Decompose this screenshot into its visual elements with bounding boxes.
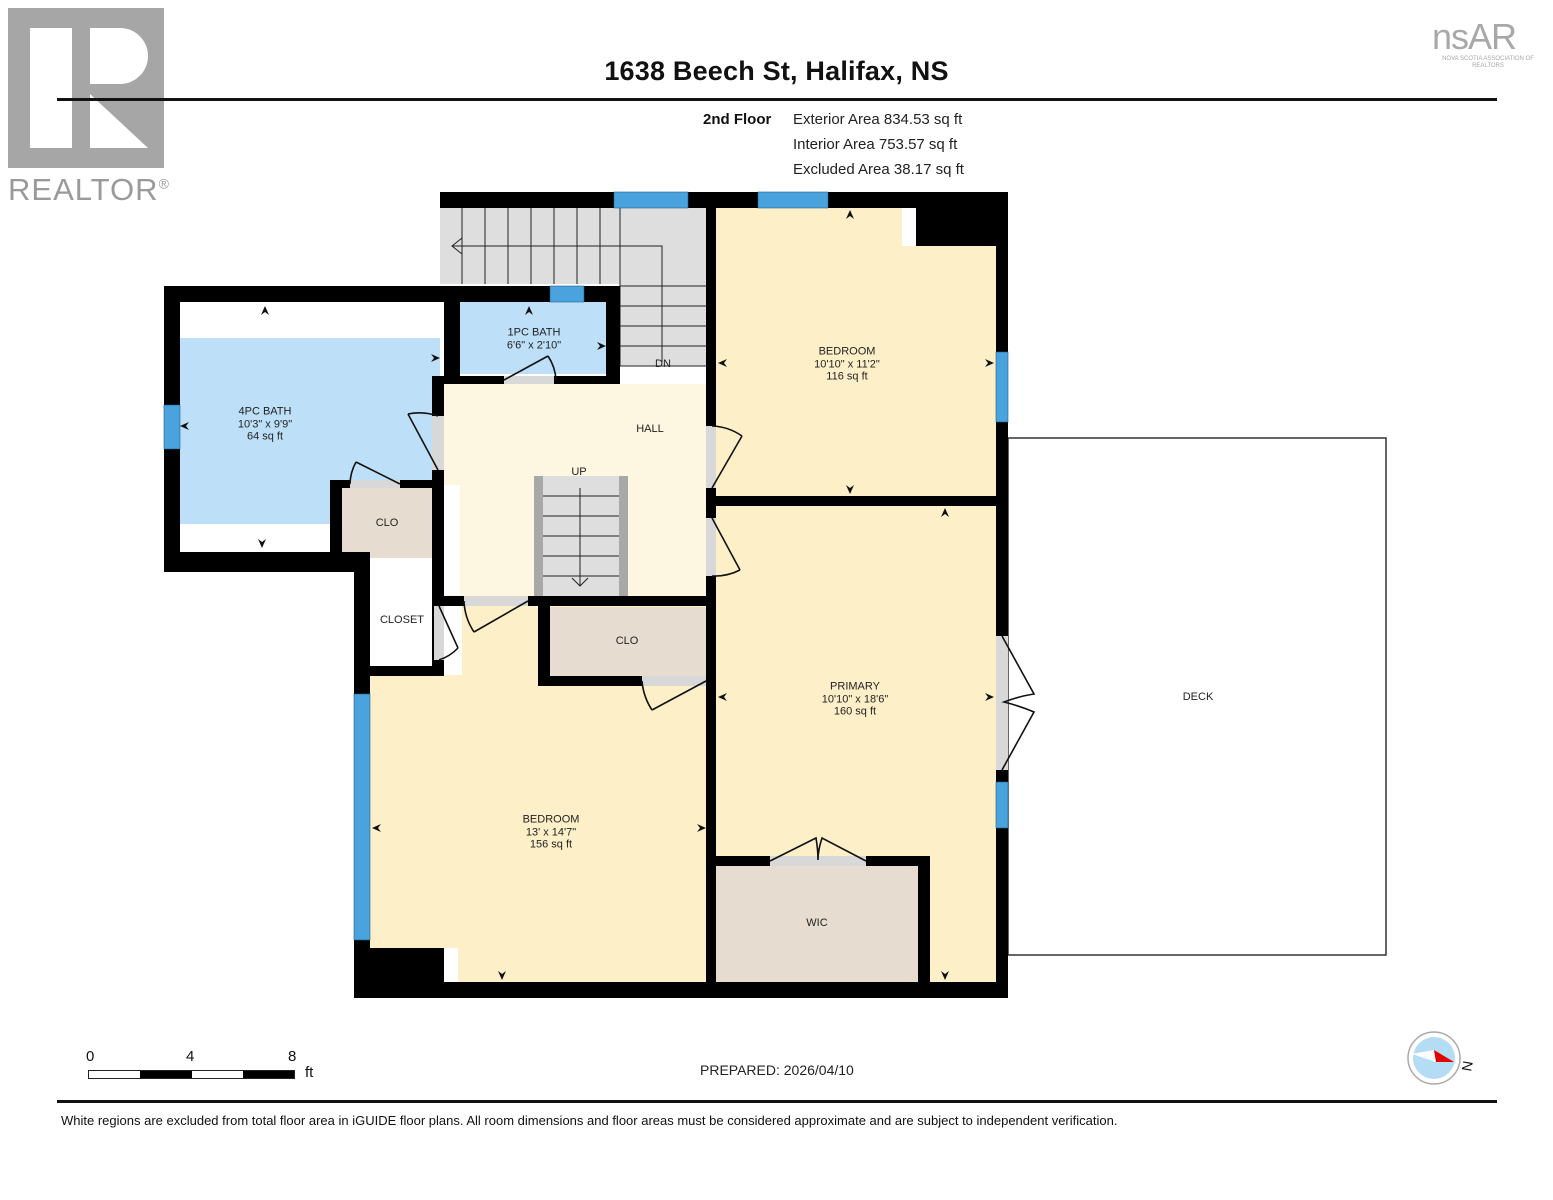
room-clo-hall: CLO [615,634,639,647]
scale-tick-0: 0 [86,1048,95,1065]
bedroom-ne-fill [716,208,996,496]
page-title: 1638 Beech St, Halifax, NS [604,56,949,86]
nsar-logo: nsAR [1432,16,1517,57]
interior-area: Interior Area 753.57 sq ft [793,136,958,153]
room-clo-bath: CLO [375,516,399,529]
closet-fill [370,572,434,666]
bath-1pc-fill [458,302,608,374]
realtor-logo [8,8,164,168]
compass-icon [1404,1030,1464,1090]
floor-label: 2nd Floor [703,111,772,128]
realtor-r-icon [8,8,164,168]
nsar-logo-subtext: NOVA SCOTIA ASSOCIATION OF REALTORS [1442,56,1534,69]
window [163,404,181,450]
stairs-down-label: DN [655,357,671,370]
window [995,351,1009,423]
wic-fill [716,864,918,982]
window [353,693,371,941]
deck-area [1007,437,1387,956]
window [995,781,1009,829]
room-wic: WIC [806,916,828,929]
window [757,191,829,209]
scale-tick-8: 8 [288,1048,297,1065]
footer-divider [57,1100,1497,1103]
clo-hall-fill [548,607,706,677]
room-hall: HALL [636,422,664,435]
scale-tick-4: 4 [186,1048,195,1065]
window [549,285,585,303]
scale-unit: ft [305,1064,314,1081]
exterior-area: Exterior Area 834.53 sq ft [793,111,963,128]
disclaimer: White regions are excluded from total fl… [61,1113,1118,1128]
room-closet: CLOSET [379,613,425,626]
room-deck: DECK [1182,690,1214,703]
prepared-date: PREPARED: 2026/04/10 [700,1062,854,1078]
scale-bar [88,1070,295,1079]
stairs-up [534,476,628,598]
clo-bath-fill [340,488,434,558]
excluded-area: Excluded Area 38.17 sq ft [793,161,964,178]
window [613,191,689,209]
stairs-up-label: UP [571,465,587,478]
header-divider [57,98,1497,101]
realtor-logo-text: REALTOR® [8,172,170,207]
